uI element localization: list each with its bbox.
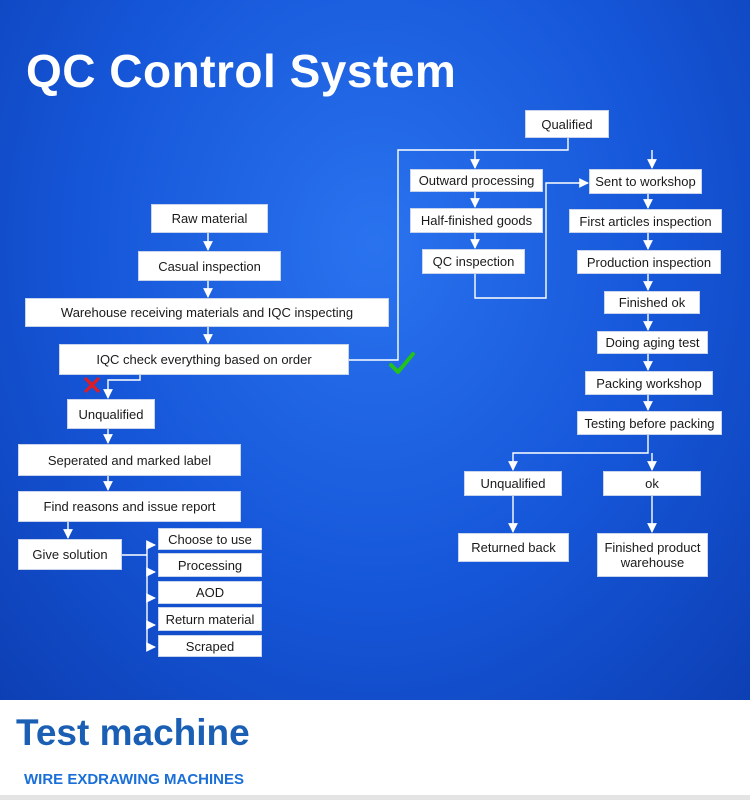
doing-aging-test-box: Doing aging test: [597, 331, 708, 354]
unqualified-left-box: Unqualified: [67, 399, 155, 429]
separated-label-box: Seperated and marked label: [18, 444, 241, 476]
warehouse-receiving-box: Warehouse receiving materials and IQC in…: [25, 298, 389, 327]
half-finished-goods-box: Half-finished goods: [410, 208, 543, 233]
sent-to-workshop-box: Sent to workshop: [589, 169, 702, 194]
packing-workshop-box: Packing workshop: [585, 371, 713, 395]
finished-product-warehouse-box: Finished product warehouse: [597, 533, 708, 577]
returned-back-box: Returned back: [458, 533, 569, 562]
page-title: QC Control System: [26, 45, 457, 97]
qualified-box: Qualified: [525, 110, 609, 138]
iqc-check-box: IQC check everything based on order: [59, 344, 349, 375]
section-subheading: WIRE EXDRAWING MACHINES: [24, 771, 245, 788]
give-solution-box: Give solution: [18, 539, 122, 570]
scraped-box: Scraped: [158, 635, 262, 657]
cross-mark-icon: [84, 377, 100, 393]
section-heading: Test machine: [16, 712, 250, 753]
diagram-panel: QC Control System: [0, 0, 750, 700]
processing-box: Processing: [158, 553, 262, 577]
production-inspection-box: Production inspection: [577, 250, 721, 274]
casual-inspection-box: Casual inspection: [138, 251, 281, 281]
aod-box: AOD: [158, 581, 262, 604]
find-reasons-box: Find reasons and issue report: [18, 491, 241, 522]
check-mark-icon: [389, 352, 415, 374]
choose-to-use-box: Choose to use: [158, 528, 262, 550]
unqualified-right-box: Unqualified: [464, 471, 562, 496]
return-material-box: Return material: [158, 607, 262, 631]
finished-ok-box: Finished ok: [604, 291, 700, 314]
raw-material-box: Raw material: [151, 204, 268, 233]
outward-processing-box: Outward processing: [410, 169, 543, 192]
qc-inspection-box: QC inspection: [422, 249, 525, 274]
flow-connectors: [63, 159, 657, 652]
testing-before-packing-box: Testing before packing: [577, 411, 722, 435]
divider: [0, 795, 750, 800]
first-articles-inspection-box: First articles inspection: [569, 209, 722, 233]
ok-box: ok: [603, 471, 701, 496]
